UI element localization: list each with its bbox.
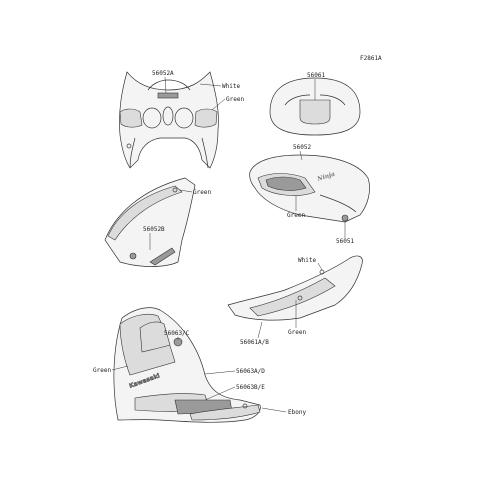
leader-green-lower [111,365,129,371]
label-white-tail: White [298,257,316,264]
leader-white-cowl [199,83,222,87]
label-green-lower: Green [93,367,111,374]
label-green-side: Green [193,189,211,196]
label-56061AB: 56061A/B [240,339,269,346]
leader-56052 [299,150,303,161]
label-56063C: 56063/C [164,330,190,337]
leader-ebony [261,407,287,413]
leader-56063AD [204,370,236,375]
label-56052A: 56052A [152,70,174,77]
label-green-tail: Green [288,329,306,336]
lower-fairing: Kawasaki [113,307,261,423]
label-ebony: Ebony [288,409,306,416]
leader-white-tail [317,262,323,271]
tank-cover [269,77,361,136]
leader-56063BE [204,386,236,401]
leader-green-side [179,189,193,193]
label-56051: 56051 [336,238,354,245]
figure-code: F2861A [360,55,382,62]
label-green-cowl: Green [226,96,244,103]
label-56052: 56052 [293,144,311,151]
label-56052B: 56052B [143,226,165,233]
leader-56052A [164,76,167,94]
leader-56061AB [257,321,263,339]
label-56063BE: 56063B/E [236,384,265,391]
label-green-tank: Green [287,212,305,219]
side-panel [104,177,196,267]
front-cowl [119,71,219,169]
fuel-tank: Ninja [249,154,370,223]
label-56063AD: 56063A/D [236,368,265,375]
label-white-cowl: White [222,83,240,90]
leader-green-cowl [211,98,226,111]
tail-cowl [227,255,363,321]
label-56061: 56061 [307,72,325,79]
